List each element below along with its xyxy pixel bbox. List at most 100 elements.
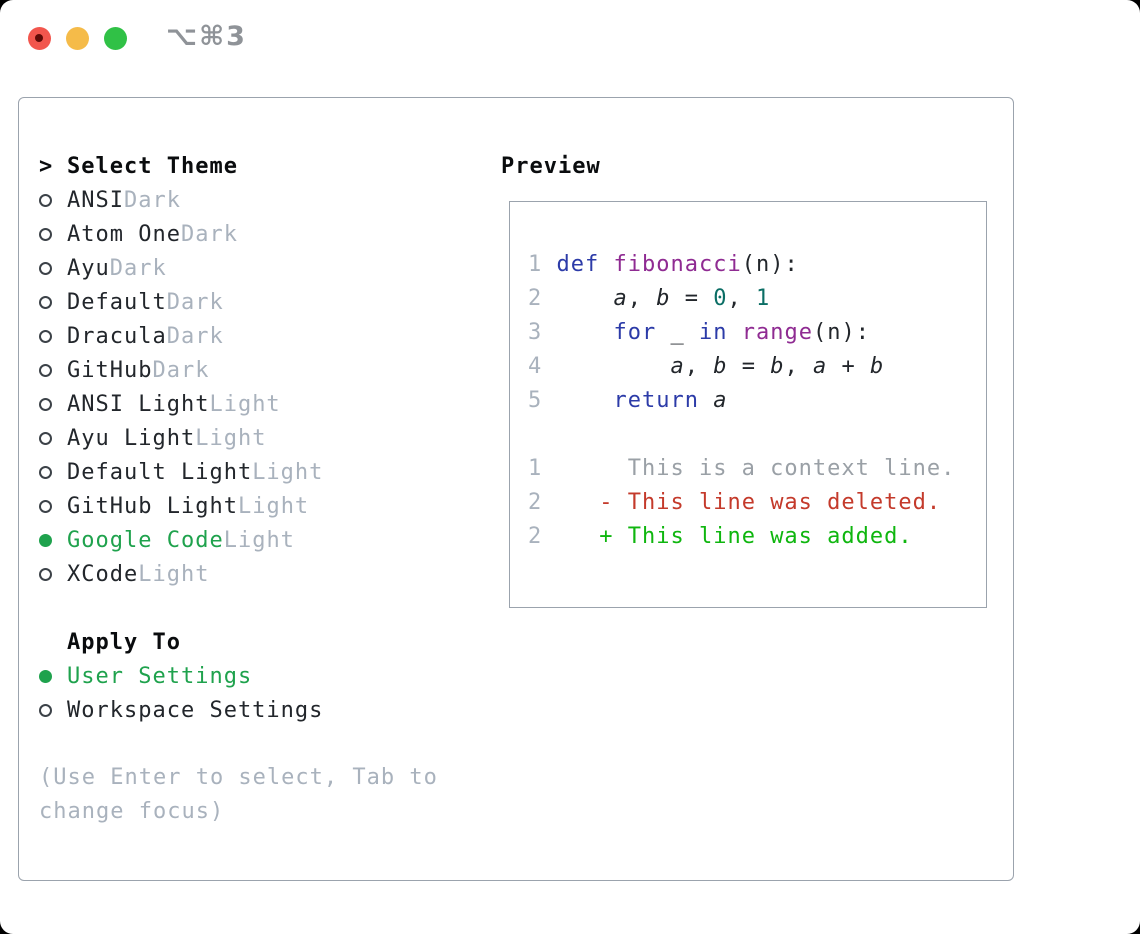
item-label: Workspace Settings [67, 697, 324, 723]
radio-icon [39, 295, 52, 309]
item-label: XCode [67, 561, 139, 587]
code-token-var: b [770, 354, 785, 379]
radio-icon [39, 567, 52, 581]
code-token-pl [599, 252, 613, 277]
selected-radio-icon [39, 669, 52, 683]
code-token-pl: , [684, 354, 714, 379]
code-token-pl: _ [656, 320, 699, 345]
code-token-pl [557, 388, 614, 413]
maximize-button[interactable] [104, 27, 127, 50]
item-variant-label: Light [237, 493, 310, 519]
window-title: ⌥⌘3 [166, 21, 247, 52]
code-line: 2 - This line was deleted. [528, 486, 986, 520]
code-token-kw: for [613, 320, 657, 345]
close-dot-icon [35, 34, 43, 42]
select-theme-title: Select Theme [67, 153, 238, 179]
item-label: GitHub [67, 357, 153, 383]
radio-icon [39, 261, 52, 275]
apply-to-option[interactable]: User Settings [39, 659, 483, 693]
theme-option[interactable]: Ayu Light Light [39, 421, 483, 455]
line-number: 2 [528, 524, 543, 549]
item-label: Ayu Light [67, 425, 196, 451]
radio-icon [39, 193, 52, 207]
code-token-pl: = [670, 286, 714, 311]
code-token-var: b [713, 354, 728, 379]
code-token-var: a [713, 388, 728, 413]
item-variant-label: Dark [152, 357, 210, 383]
line-number: 1 [528, 456, 543, 481]
hint-text: (Use Enter to select, Tab to change focu… [39, 765, 438, 824]
close-button[interactable] [28, 27, 51, 50]
item-variant-label: Light [209, 391, 281, 417]
code-line: 5 return a [528, 384, 986, 418]
code-token-var: a [812, 354, 828, 379]
code-token-lit: 1 [755, 286, 771, 311]
line-number: 1 [528, 252, 543, 277]
preview-header: Preview [501, 149, 601, 183]
theme-option[interactable]: Default Dark [39, 285, 483, 319]
code-token-var: b [656, 286, 671, 311]
theme-option[interactable]: Default Light Light [39, 455, 483, 489]
code-token-kw: return [613, 388, 699, 413]
theme-option[interactable]: Ayu Dark [39, 251, 483, 285]
code-token-add: + This line was added. [599, 524, 913, 549]
radio-icon [39, 363, 52, 377]
code-line: 2 a, b = 0, 1 [528, 282, 986, 316]
code-token-pl [557, 354, 671, 379]
code-token-pl: , [627, 286, 657, 311]
code-token-pl [699, 388, 713, 413]
code-token-pl [557, 286, 614, 311]
code-line: 3 for _ in range(n): [528, 316, 986, 350]
radio-icon [39, 397, 52, 411]
code-token-pl [557, 524, 600, 549]
theme-option[interactable]: ANSI Light Light [39, 387, 483, 421]
item-label: Google Code [67, 527, 224, 553]
item-variant-label: Dark [109, 255, 167, 281]
theme-option[interactable]: GitHub Dark [39, 353, 483, 387]
line-number: 2 [528, 490, 543, 515]
item-variant-label: Light [223, 527, 295, 553]
theme-option[interactable]: GitHub Light Light [39, 489, 483, 523]
item-variant-label: Light [195, 425, 267, 451]
radio-icon [39, 329, 52, 343]
line-number: 4 [528, 354, 543, 379]
item-label: Dracula [67, 323, 167, 349]
theme-option[interactable]: Atom One Dark [39, 217, 483, 251]
code-line: 4 a, b = b, a + b [528, 350, 986, 384]
code-token-var: a [613, 286, 628, 311]
window-titlebar: ⌥⌘3 [0, 0, 1140, 97]
code-line: 2 + This line was added. [528, 520, 986, 554]
code-token-del: - This line was deleted. [599, 490, 942, 515]
code-token-kw: def [556, 252, 600, 277]
code-token-pl: , [784, 354, 813, 379]
preview-title: Preview [501, 153, 601, 179]
code-token-pl: , [727, 286, 756, 311]
line-number: 2 [528, 286, 543, 311]
item-label: Default [67, 289, 167, 315]
theme-option[interactable]: XCode Light [39, 557, 483, 591]
item-variant-label: Dark [166, 323, 224, 349]
theme-option[interactable]: ANSI Dark [39, 183, 483, 217]
theme-option[interactable]: Google Code Light [39, 523, 483, 557]
code-token-var: a [670, 354, 685, 379]
code-token-kw: in [698, 320, 728, 345]
apply-to-option[interactable]: Workspace Settings [39, 693, 483, 727]
code-token-pl: = [727, 354, 771, 379]
item-label: ANSI [67, 187, 124, 213]
item-variant-label: Dark [180, 221, 238, 247]
theme-option[interactable]: Dracula Dark [39, 319, 483, 353]
line-number: 3 [528, 320, 543, 345]
minimize-button[interactable] [66, 27, 89, 50]
item-label: Atom One [67, 221, 181, 247]
code-token-ctx: This is a context line. [556, 456, 956, 481]
code-line: 1 This is a context line. [528, 452, 986, 486]
radio-icon [39, 227, 52, 241]
selected-radio-icon [39, 533, 52, 547]
apply-to-header: Apply To [39, 625, 483, 659]
item-label: Ayu [67, 255, 110, 281]
